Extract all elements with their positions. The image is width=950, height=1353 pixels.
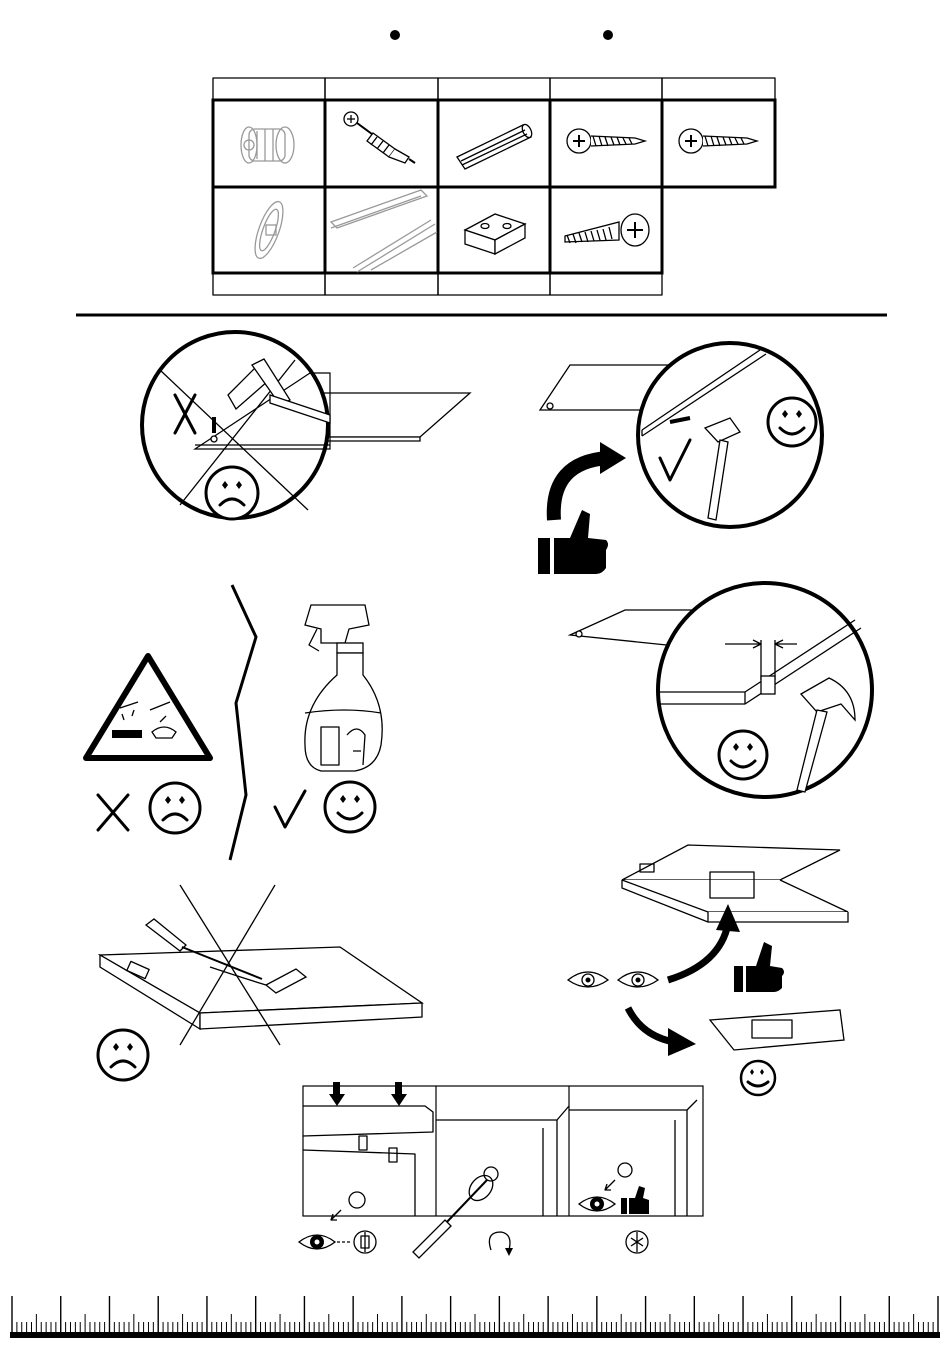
cam-bolt-icon [344, 112, 415, 163]
sad-face-icon [98, 1030, 148, 1080]
header-dots [0, 0, 950, 60]
happy-face-icon [719, 731, 767, 779]
no-corrosive-cleaners-panel [80, 650, 220, 840]
table-label-row-top [213, 78, 775, 100]
eye-icon [568, 972, 608, 987]
cross-mark-icon [98, 795, 128, 830]
short-screw-icon [679, 129, 757, 153]
dot-icon [603, 30, 613, 40]
cam-lock-icon [241, 127, 294, 163]
curved-arrow-icon [628, 1008, 696, 1056]
short-screw-icon [567, 129, 645, 153]
spray-bottle-icon [305, 605, 382, 771]
happy-face-icon [768, 398, 816, 446]
cam-lock-tightening-steps-panel [295, 1080, 715, 1260]
happy-face-icon [325, 782, 375, 832]
sad-face-icon [150, 783, 200, 833]
wooden-dowel-icon [457, 123, 534, 169]
drawer-runner-icon [331, 190, 437, 272]
check-contents-and-manual-panel [560, 840, 860, 1100]
use-spray-cleaner-panel [265, 595, 395, 840]
rotate-clockwise-icon [489, 1232, 513, 1256]
zigzag-divider [220, 585, 270, 865]
eye-icon [299, 1235, 335, 1249]
section-divider [0, 310, 950, 320]
hardware-table [205, 75, 785, 300]
happy-face-icon [741, 1061, 775, 1095]
curved-arrow-icon [554, 442, 626, 520]
check-mark-icon [275, 791, 305, 827]
block-icon [465, 214, 525, 254]
ruler [0, 1290, 950, 1340]
no-sharp-tools-on-box-panel [90, 885, 435, 1085]
cam-arrow-icon [626, 1231, 648, 1253]
thumbs-up-icon [734, 942, 784, 992]
gear-wheel-icon [249, 198, 288, 261]
curved-arrow-icon [668, 904, 740, 980]
long-screw-icon [565, 214, 649, 246]
corrosive-warning-icon [86, 656, 210, 758]
sad-face-icon [206, 467, 258, 519]
eye-icon [618, 972, 658, 987]
cam-arrow-icon [354, 1231, 376, 1253]
no-hammer-on-board-panel [140, 325, 480, 525]
dot-icon [390, 30, 400, 40]
hammer-dowel-into-edge-panel [530, 340, 840, 580]
table-label-row-bottom [213, 273, 662, 295]
leave-gap-for-dowel-panel [565, 580, 875, 805]
